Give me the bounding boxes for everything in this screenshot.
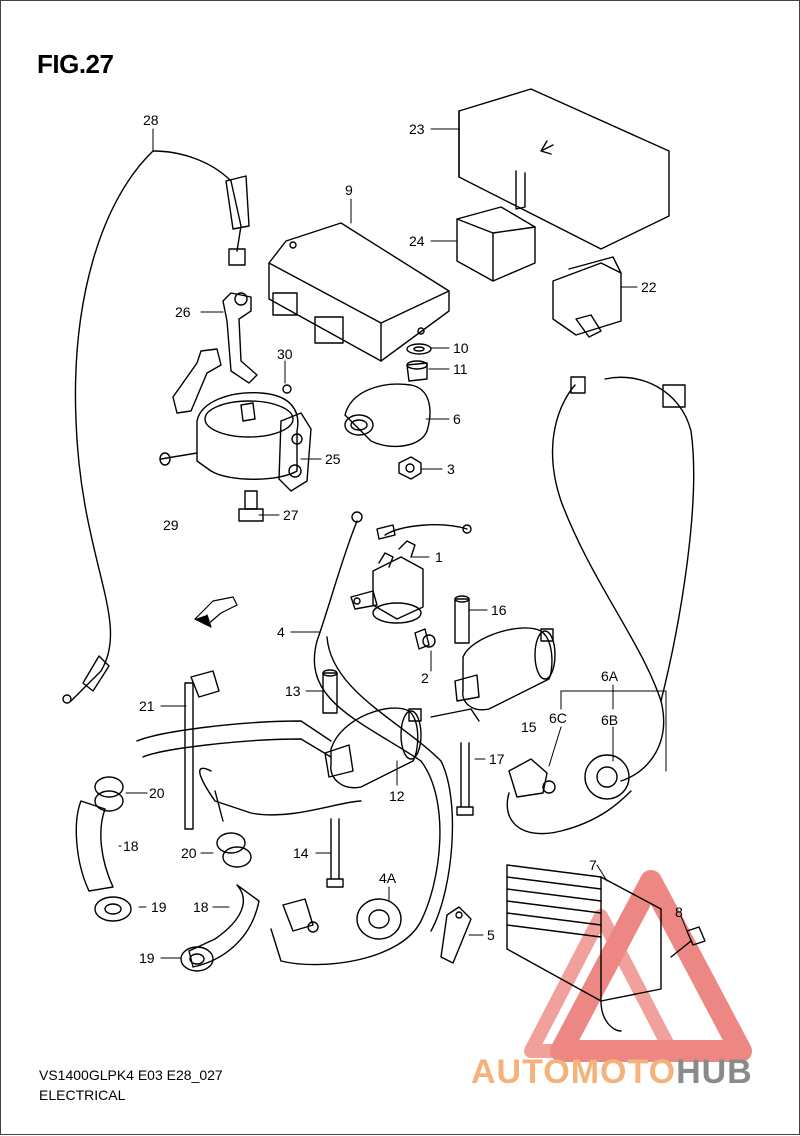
connector-4a [282,898,319,933]
plug-boot-18a [75,800,114,892]
callout-6b: 6B [601,712,619,728]
callout-14: 14 [293,845,309,861]
callout-18b: 18 [193,899,209,915]
cap-19b [180,946,214,972]
cap-20b [216,832,252,868]
sensor-6c [508,758,556,798]
callout-6a: 6A [601,668,619,684]
callout-19a: 19 [151,899,167,915]
harness-6a [506,376,695,835]
watermark-brand-part2: HUB [676,1053,753,1091]
callout-29: 29 [163,517,179,533]
fwd-arrow-icon [194,596,238,628]
sensor-25 [159,348,312,492]
plug-wire-hose [136,720,362,822]
sensor-6b [584,754,630,800]
ignition-coil-15 [430,627,556,722]
relay-22 [552,256,622,338]
callout-8: 8 [675,904,683,920]
callout-6c: 6C [549,710,567,726]
screw-30 [282,384,292,394]
callout-27: 27 [283,507,299,523]
sensor-4a [356,898,402,940]
cable-28 [62,150,250,704]
bolt-17 [456,742,474,816]
watermark-brand-part1: AUTOMOTO [471,1053,677,1091]
nut-3 [398,456,422,480]
callout-3: 3 [447,461,455,477]
figure-title: FIG.27 [37,49,114,79]
harness-4 [270,636,454,966]
callout-6: 6 [453,411,461,427]
ecu-9 [268,222,450,362]
starter-relay-1 [316,511,472,642]
callout-10: 10 [453,340,469,356]
callout-1: 1 [435,549,443,565]
grommet-11 [406,360,428,382]
callout-11: 11 [453,361,468,377]
callout-20b: 20 [181,845,197,861]
callout-25: 25 [325,451,341,467]
callout-16: 16 [491,602,507,618]
callout-20a: 20 [149,785,165,801]
leader-lines [118,128,688,959]
model-code: VS1400GLPK4 E03 E28_027 [39,1067,223,1083]
callout-9: 9 [345,182,353,198]
callout-28: 28 [143,112,159,128]
bolt-8 [670,926,706,958]
watermark-brand: AUTOMOTOHUB [471,1053,753,1092]
callout-23: 23 [409,121,425,137]
section-name: ELECTRICAL [39,1087,126,1103]
callout-21: 21 [139,698,155,714]
callout-26: 26 [175,304,191,320]
callout-24: 24 [409,233,425,249]
cap-20a [94,776,124,812]
cable-tie-21 [184,670,220,830]
callout-15: 15 [521,719,537,735]
plug-boot-18b [188,884,260,968]
relay-24 [456,206,536,282]
spacer-16 [454,595,470,644]
bolt-14 [326,818,344,888]
callout-5: 5 [487,927,495,943]
callout-7: 7 [589,857,597,873]
bolt-27 [238,490,264,522]
cap-19a [94,896,132,922]
callout-18a: 18 [123,838,139,854]
bolt-2 [414,628,436,650]
ignition-coil-12 [324,707,422,789]
callout-30: 30 [277,346,293,362]
cover-23 [458,88,670,250]
callout-19b: 19 [139,950,155,966]
callout-13: 13 [285,683,301,699]
regulator-7 [506,864,662,1032]
callout-17: 17 [489,751,505,767]
callout-12: 12 [389,788,405,804]
callout-22: 22 [641,279,657,295]
cap-6 [344,383,431,448]
watermark-logo-icon [524,870,752,1062]
bracket-26 [222,292,258,384]
callout-4: 4 [277,624,285,640]
spacer-13 [322,669,338,714]
callout-2: 2 [421,670,429,686]
callout-4a: 4A [379,870,397,886]
clamp-5 [440,906,472,964]
washer-10 [406,343,432,355]
